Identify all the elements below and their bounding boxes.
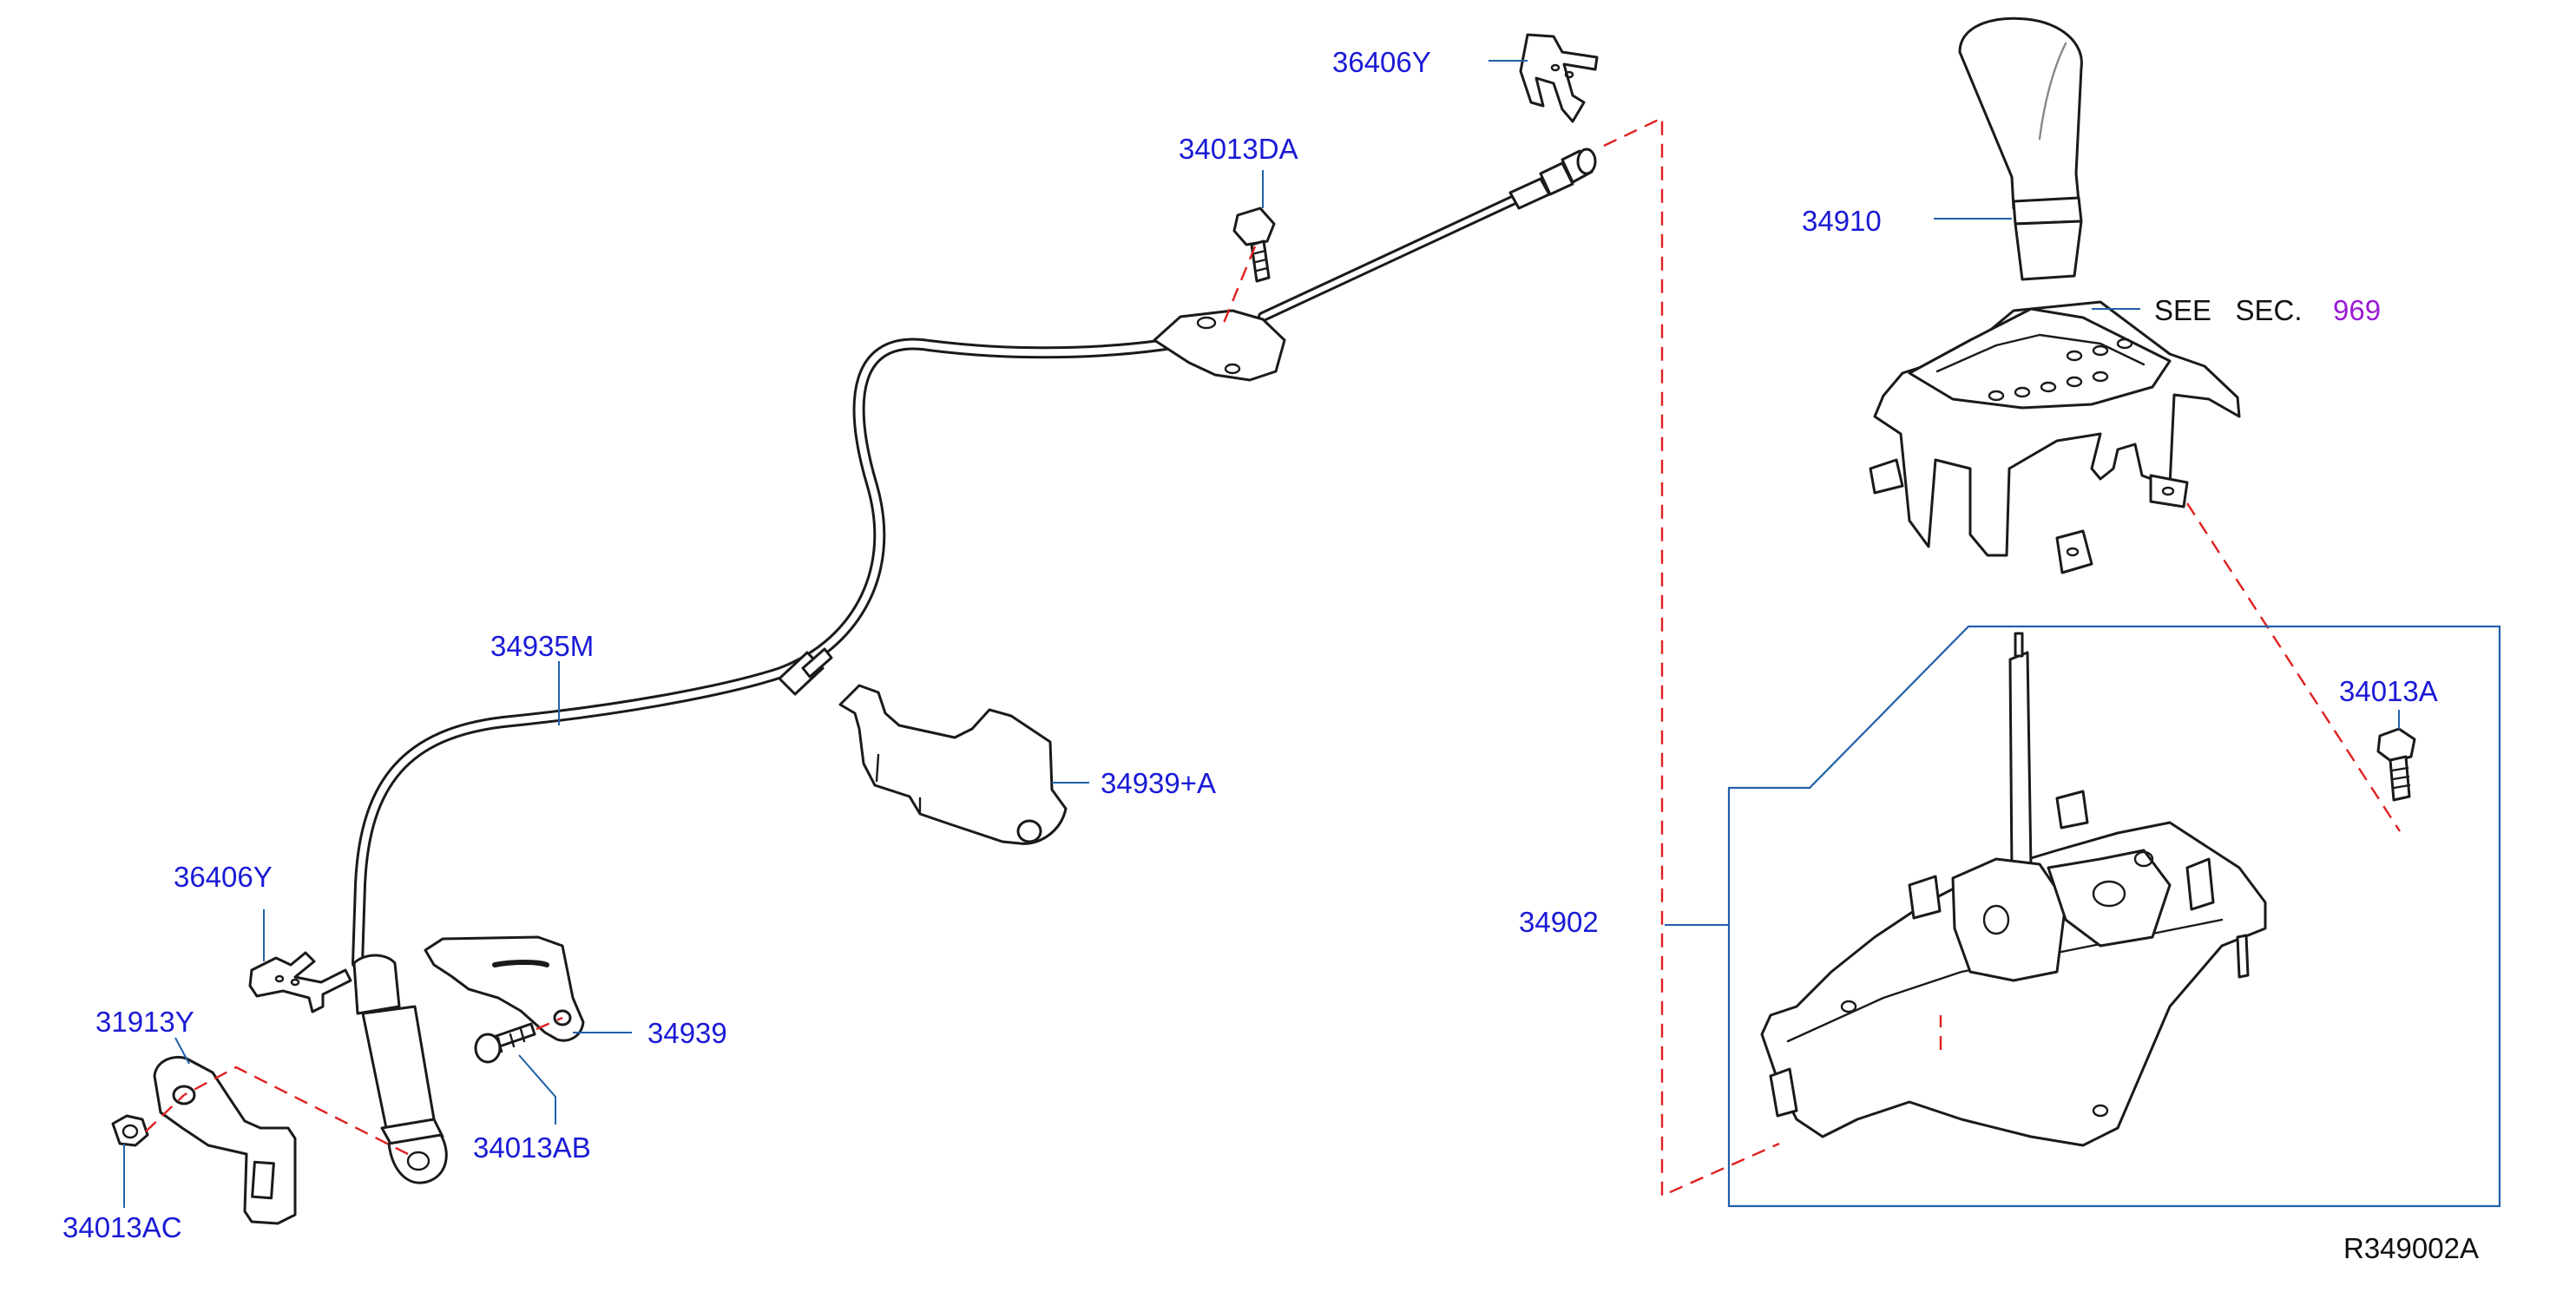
bolt-34013DA	[1232, 207, 1276, 283]
label-31913Y: 31913Y	[95, 1006, 194, 1038]
nut-34013AC	[111, 1114, 149, 1147]
cable-mount-bracket	[1153, 309, 1286, 382]
label-36406Y-top: 36406Y	[1332, 46, 1431, 78]
bolt-34013A	[2376, 727, 2416, 802]
label-36406Y-bottom: 36406Y	[174, 861, 273, 893]
console-finisher	[1869, 300, 2241, 574]
retaining-clip-bottom	[248, 951, 352, 1013]
cable-bracket-lower	[424, 935, 585, 1042]
leader-lines	[123, 60, 2400, 1208]
label-see-sec-number: 969	[2333, 294, 2381, 326]
label-34013DA: 34013DA	[1179, 133, 1298, 165]
control-device-assembly	[1760, 632, 2267, 1147]
label-34013AB: 34013AB	[473, 1131, 591, 1164]
hidden-connection-lines	[145, 116, 2402, 1197]
label-see-sec: SEE SEC.	[2154, 294, 2303, 326]
cable-grommet	[778, 647, 833, 696]
label-34910: 34910	[1802, 205, 1882, 237]
label-34013A: 34013A	[2339, 675, 2438, 707]
shift-knob	[1958, 16, 2083, 281]
assembly-boundary	[1727, 625, 2501, 1208]
label-34939A: 34939+A	[1101, 767, 1216, 799]
label-34939: 34939	[647, 1017, 727, 1049]
bolt-34013AB	[474, 1022, 536, 1064]
retaining-clip-top	[1519, 33, 1599, 123]
label-34902: 34902	[1519, 906, 1599, 938]
diagram-reference-code: R349002A	[2343, 1232, 2479, 1264]
label-34013AC: 34013AC	[62, 1211, 182, 1243]
cable-end-fitting	[1508, 148, 1597, 210]
cable-bracket-upper	[838, 684, 1068, 845]
cable-lower-end	[352, 954, 448, 1184]
control-cable	[352, 148, 1597, 1184]
label-34935M: 34935M	[490, 630, 594, 662]
bracket-31913Y	[153, 1055, 297, 1225]
